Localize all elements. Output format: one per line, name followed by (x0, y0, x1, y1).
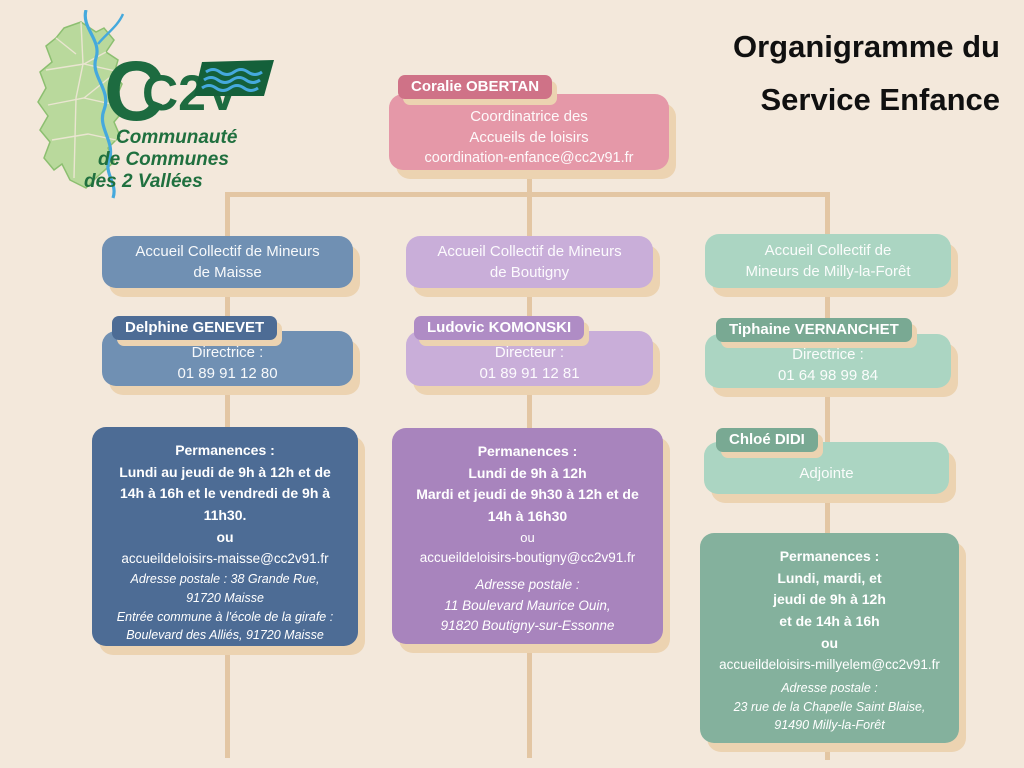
perm-boutigny-line2: Lundi de 9h à 12h (468, 464, 587, 481)
page-title-line2: Service Enfance (760, 82, 1000, 118)
perm-milly-address3: 91490 Milly-la-Forêt (774, 718, 885, 733)
perm-milly-line2: Lundi, mardi, et (777, 569, 882, 586)
logo-acronym-big-c: C (104, 44, 165, 138)
unit-milly-line2: Mineurs de Milly-la-Forêt (745, 263, 911, 280)
manager-role-milly: Directrice : (792, 346, 864, 363)
connector-col2-tail (527, 638, 532, 758)
manager-box-milly: Directrice : 01 64 98 99 84 (705, 334, 951, 388)
perm-boutigny-line3: Mardi et jeudi de 9h30 à 12h et de (416, 486, 639, 503)
unit-boutigny-line2: de Boutigny (489, 264, 570, 281)
perm-maisse-ou: ou (216, 528, 234, 545)
logo-river (83, 10, 116, 199)
cc2v-logo: C C2V Communauté de Communes des 2 Vallé… (37, 10, 274, 199)
perm-boutigny-address3: 91820 Boutigny-sur-Essonne (440, 617, 615, 633)
page-title-line1: Organigramme du (733, 29, 1000, 64)
logo-org-name-line3: des 2 Vallées (84, 171, 203, 192)
perm-maisse-email: accueildeloisirs-maisse@cc2v91.fr (121, 551, 329, 567)
perm-milly-email: accueildeloisirs-millyelem@cc2v91.fr (719, 657, 940, 673)
manager-box-maisse: Directrice : 01 89 91 12 80 (102, 331, 353, 386)
connector-col1-seg2 (225, 284, 230, 336)
permanences-box-milly: Permanences : Lundi, mardi, et jeudi de … (700, 533, 959, 743)
perm-milly-line4: et de 14h à 16h (779, 613, 880, 630)
coordinator-box: Coordinatrice des Accueils de loisirs co… (389, 94, 669, 170)
manager-phone-boutigny: 01 89 91 12 81 (479, 364, 580, 382)
logo-org-name-line2: de Communes (98, 149, 229, 170)
perm-milly-address1: Adresse postale : (781, 680, 878, 695)
manager-name-tab-boutigny: Ludovic KOMONSKI (414, 316, 585, 340)
unit-maisse-line1: Accueil Collectif de Mineurs (135, 243, 320, 260)
connector-col2-seg3 (527, 382, 532, 434)
connector-col2-seg2 (527, 284, 532, 336)
perm-boutigny-email: accueildeloisirs-boutigny@cc2v91.fr (419, 550, 636, 566)
unit-maisse-line2: de Maisse (193, 264, 262, 281)
logo-org-name-line1: Communauté (116, 127, 238, 148)
connector-col3-seg4 (825, 490, 830, 538)
perm-maisse-address3: Entrée commune à l'école de la girafe : (116, 609, 334, 624)
permanences-box-maisse: Permanences : Lundi au jeudi de 9h à 12h… (92, 427, 358, 646)
manager-name-tab-milly: Tiphaine VERNANCHET (716, 318, 912, 342)
unit-milly-line1: Accueil Collectif de (764, 242, 892, 259)
coordinator-role-line1: Coordinatrice des (470, 107, 588, 125)
perm-boutigny-line1: Permanences : (477, 443, 578, 459)
adjoint-role-milly: Adjointe (799, 464, 854, 482)
page-title: Organigramme du Service Enfance (540, 20, 1000, 127)
logo-river-branch (97, 13, 125, 45)
connector-col3-seg3 (825, 384, 830, 446)
perm-maisse-address2: 91720 Maisse (186, 590, 264, 605)
manager-name-tab-maisse: Delphine GENEVET (112, 316, 278, 340)
adjoint-name-tab-milly: Chloé DIDI (716, 428, 818, 452)
permanences-box-boutigny: Permanences : Lundi de 9h à 12h Mardi et… (392, 428, 663, 644)
perm-boutigny-line4: 14h à 16h30 (487, 508, 568, 525)
coordinator-role-line2: Accueils de loisirs (469, 128, 589, 146)
perm-maisse-address1: Adresse postale : 38 Grande Rue, (130, 572, 320, 587)
connector-col3-tail (825, 738, 830, 760)
perm-maisse-line4: 11h30. (203, 507, 247, 524)
perm-milly-line3: jeudi de 9h à 12h (773, 591, 886, 608)
unit-box-maisse: Accueil Collectif de Mineurs de Maisse (102, 236, 353, 288)
perm-milly-line1: Permanences : (779, 548, 880, 564)
perm-milly-address2: 23 rue de la Chapelle Saint Blaise, (733, 699, 926, 714)
perm-maisse-line3: 14h à 16h et le vendredi de 9h à (119, 485, 331, 502)
connector-root-vertical (527, 164, 532, 196)
manager-role-boutigny: Directeur : (494, 343, 565, 361)
perm-boutigny-address1: Adresse postale : (475, 577, 580, 593)
manager-box-boutigny: Directeur : 01 89 91 12 81 (406, 331, 653, 386)
perm-boutigny-address2: 11 Boulevard Maurice Ouin, (444, 597, 611, 613)
connector-col2-drop (527, 192, 532, 242)
unit-box-milly: Accueil Collectif de Mineurs de Milly-la… (705, 234, 951, 288)
perm-maisse-line2: Lundi au jeudi de 9h à 12h et de (119, 463, 331, 480)
connector-col3-seg2 (825, 282, 830, 340)
perm-maisse-address4: Boulevard des Alliés, 91720 Maisse (126, 628, 324, 643)
manager-phone-milly: 01 64 98 99 84 (777, 367, 879, 384)
connector-col3-drop (825, 192, 830, 240)
logo-waves (201, 68, 263, 92)
coordinator-name-tab: Coralie OBERTAN (398, 75, 553, 99)
connector-col1-tail (225, 640, 230, 758)
coordinator-email: coordination-enfance@cc2v91.fr (424, 149, 634, 166)
manager-phone-maisse: 01 89 91 12 80 (177, 364, 278, 382)
perm-maisse-line1: Permanences : (175, 442, 275, 458)
perm-milly-ou: ou (820, 634, 839, 651)
connector-col1-seg3 (225, 382, 230, 432)
unit-box-boutigny: Accueil Collectif de Mineurs de Boutigny (406, 236, 653, 288)
manager-role-maisse: Directrice : (191, 343, 264, 361)
unit-boutigny-line1: Accueil Collectif de Mineurs (437, 243, 622, 260)
perm-boutigny-ou: ou (520, 529, 535, 545)
connector-col1-drop (225, 192, 230, 242)
